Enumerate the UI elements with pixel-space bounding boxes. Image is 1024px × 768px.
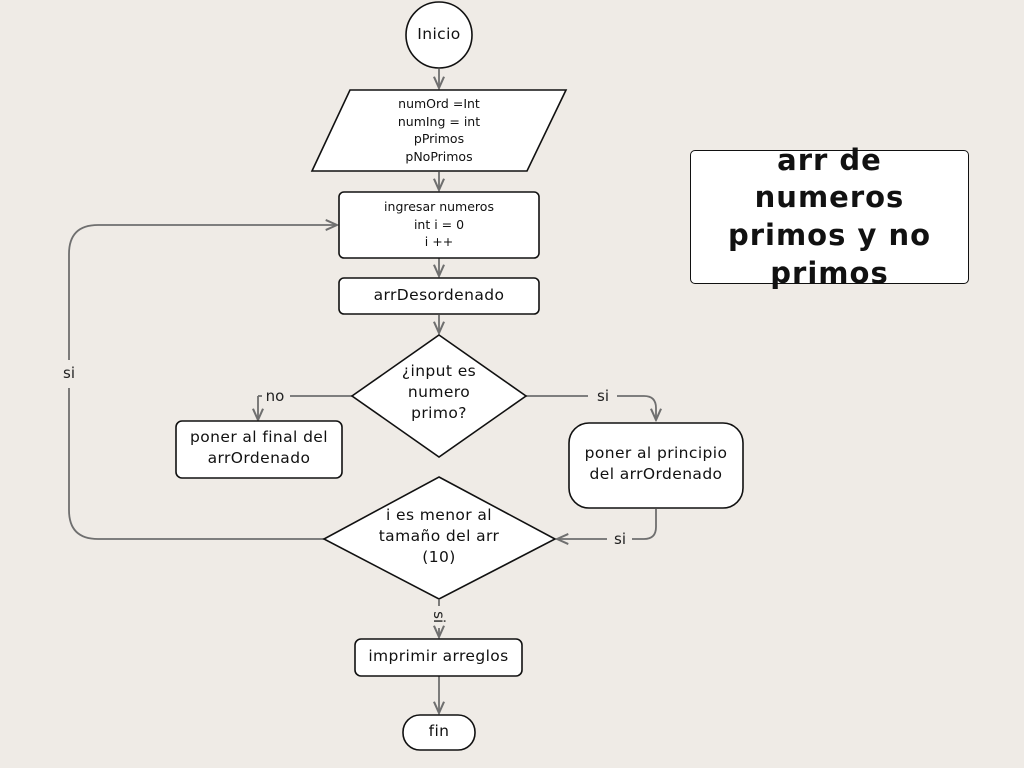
put-end-node bbox=[175, 420, 343, 479]
input-loop-node bbox=[338, 191, 540, 259]
i-less-decision bbox=[322, 476, 557, 600]
is-prime-decision bbox=[350, 334, 528, 458]
unsorted-label: arrDesordenado bbox=[373, 286, 505, 304]
print-label: imprimir arreglos bbox=[368, 647, 509, 665]
edge-label-si-down: si bbox=[430, 611, 449, 624]
print-node bbox=[354, 638, 523, 677]
edge-label-si-loop: si bbox=[63, 364, 75, 382]
declare-label: numOrd =Int numIng = int pPrimos pNoPrim… bbox=[397, 96, 481, 164]
declare-node bbox=[310, 89, 568, 172]
is-prime-label: ¿input es numero primo? bbox=[401, 362, 477, 422]
end-label: fin bbox=[428, 722, 450, 740]
put-start-node bbox=[568, 422, 744, 509]
connector-no-branch bbox=[258, 395, 352, 420]
start-label: Inicio bbox=[417, 25, 461, 43]
end-node bbox=[402, 714, 476, 751]
diagram-title: arr de numeros primos y no primos bbox=[727, 142, 932, 290]
edge-label-si-merge: si bbox=[614, 530, 626, 548]
edge-label-no: no bbox=[265, 387, 285, 405]
i-less-label: i es menor al tamaño del arr (10) bbox=[378, 506, 500, 566]
edge-label-si-right: si bbox=[597, 387, 609, 405]
start-node bbox=[405, 1, 473, 69]
put-end-label: poner al final del arrOrdenado bbox=[190, 428, 328, 467]
connector-si-merge bbox=[557, 509, 657, 539]
title-box: arr de numeros primos y no primos bbox=[690, 143, 969, 290]
input-loop-label: ingresar numeros int i = 0 i ++ bbox=[384, 199, 494, 249]
unsorted-node bbox=[338, 277, 540, 315]
put-start-label: poner al principio del arrOrdenado bbox=[584, 444, 728, 483]
connector-si-loop bbox=[68, 225, 337, 540]
connector-si-branch bbox=[526, 395, 656, 420]
